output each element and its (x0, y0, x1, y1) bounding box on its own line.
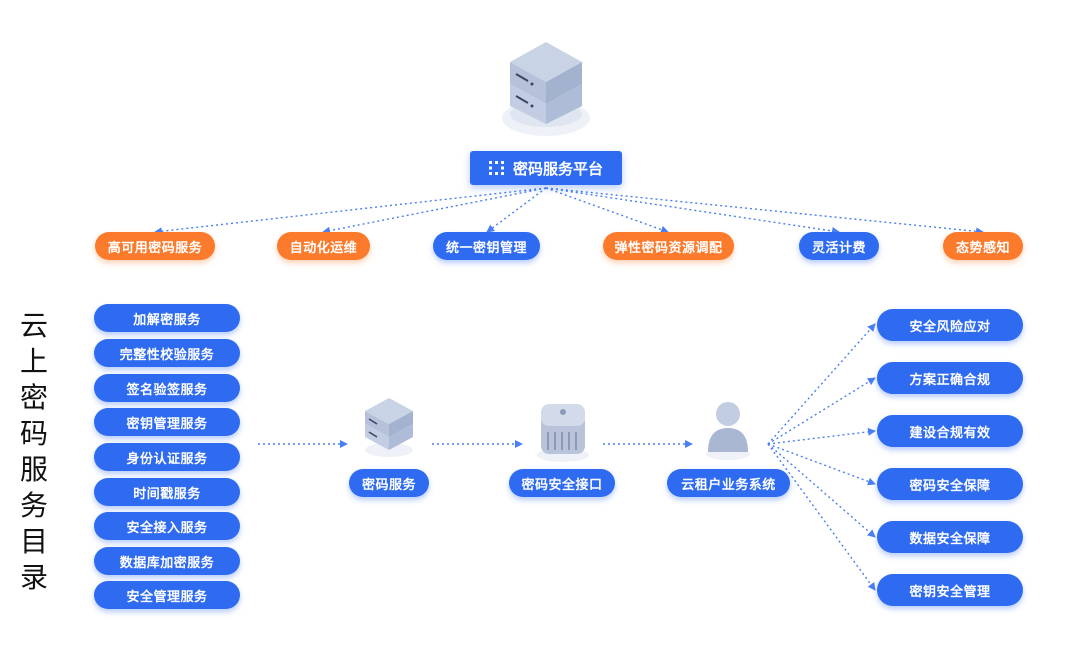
feature-situational-awareness: 态势感知 (943, 232, 1023, 260)
link-platform-feature-4 (545, 187, 669, 234)
link-tenant-outcome-1 (767, 323, 876, 445)
outcome-item: 建设合规有效 (877, 415, 1023, 447)
catalog-title-char: 云 (19, 309, 48, 342)
platform-label: 密码服务平台 (512, 159, 603, 178)
link-tenant-outcome-6 (767, 443, 876, 591)
service-item: 加解密服务 (94, 304, 240, 332)
feature-high-availability: 高可用密码服务 (95, 232, 215, 260)
catalog-title-char: 码 (19, 417, 48, 450)
feature-elastic-resources: 弹性密码资源调配 (603, 232, 734, 260)
service-item: 密钥管理服务 (94, 408, 240, 436)
catalog-title-char: 服 (19, 453, 48, 486)
service-item: 安全接入服务 (94, 512, 240, 540)
catalog-title: 云 上 密 码 服 务 目 录 (14, 308, 54, 596)
link-tenant-outcome-4 (767, 443, 876, 486)
server-icon (365, 398, 413, 457)
catalog-title-char: 录 (19, 561, 48, 594)
service-item: 完整性校验服务 (94, 339, 240, 367)
link-platform-feature-1 (154, 187, 547, 236)
feature-unified-key-management: 统一密钥管理 (433, 232, 540, 260)
catalog-title-char: 目 (19, 525, 48, 558)
user-icon (706, 402, 750, 460)
security-interface-node: 密码安全接口 (509, 469, 615, 497)
service-item: 安全管理服务 (94, 581, 240, 609)
service-item: 数据库加密服务 (94, 547, 240, 575)
outcome-item: 安全风险应对 (877, 309, 1023, 341)
crypto-service-node: 密码服务 (349, 469, 429, 497)
link-platform-feature-6 (545, 187, 984, 236)
server-stack-icon (502, 42, 590, 136)
interface-box-icon (537, 404, 589, 462)
outcome-item: 方案正确合规 (877, 362, 1023, 394)
service-item: 身份认证服务 (94, 443, 240, 471)
catalog-title-char: 务 (19, 489, 48, 522)
outcome-item: 密码安全保障 (877, 468, 1023, 500)
outcome-item: 密钥安全管理 (877, 574, 1023, 606)
tenant-system-node: 云租户业务系统 (667, 469, 790, 497)
platform-badge: 密码服务平台 (470, 151, 622, 185)
outcome-item: 数据安全保障 (877, 521, 1023, 553)
service-item: 时间戳服务 (94, 478, 240, 506)
service-item: 签名验签服务 (94, 374, 240, 402)
link-tenant-outcome-3 (767, 427, 876, 445)
catalog-title-char: 上 (19, 345, 48, 378)
feature-flexible-billing: 灵活计费 (799, 232, 879, 260)
link-tenant-outcome-2 (767, 377, 876, 445)
link-platform-feature-3 (486, 187, 547, 233)
link-tenant-outcome-5 (767, 443, 876, 538)
grid-dots-icon (488, 161, 504, 175)
link-platform-feature-5 (545, 187, 840, 235)
catalog-title-char: 密 (19, 381, 48, 414)
feature-automated-ops: 自动化运维 (277, 232, 370, 260)
